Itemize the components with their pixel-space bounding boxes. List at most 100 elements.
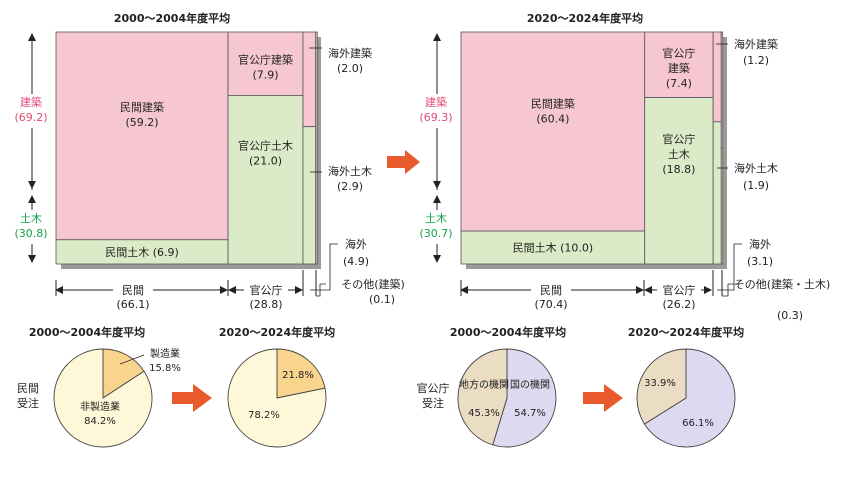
overseas-share-value: (3.1) <box>747 255 773 268</box>
label-bg <box>657 283 701 297</box>
leader-line <box>119 354 145 365</box>
mosaic-cell-building <box>227 31 304 96</box>
slice-value: 66.1% <box>682 418 714 429</box>
private-share-value: (70.4) <box>534 298 567 311</box>
leader-other <box>316 283 326 297</box>
overseas-building-label: 海外建築 <box>734 37 778 51</box>
mosaic-chart-2000-2004: 2000～2004年度平均 民間 建築 (59.2) 民間土木 (6.9) 官公庁建築 (… <box>12 11 405 311</box>
building-share-label: 建築 <box>425 95 447 109</box>
pie-public-2020-2024: 2020～2024年度平均 66.1% 33.9% <box>628 325 744 448</box>
private-share-label: 民間 <box>540 284 562 297</box>
private-share-label: 民間 <box>122 284 144 297</box>
overseas-share-label: 海外 <box>749 237 771 251</box>
mosaic-title: 2000～2004年度平均 <box>114 11 230 25</box>
cell-label: 民間土木 (6.9) <box>105 246 179 259</box>
label-bg <box>244 283 288 297</box>
cell-label: 官公庁 <box>662 46 695 60</box>
slice-label: 製造業 <box>150 347 180 360</box>
building-share-value: (69.3) <box>419 111 452 124</box>
civil-share-value: (30.8) <box>14 227 47 240</box>
pie-slice-mfg <box>102 348 145 399</box>
overseas-civil-label: 海外土木 <box>734 161 778 175</box>
mosaic-cell-building <box>315 31 318 265</box>
mosaic-cell-building <box>712 31 722 123</box>
label-bg <box>12 94 52 128</box>
label-bg <box>12 210 52 244</box>
overseas-building-label: 海外建築 <box>328 46 372 60</box>
leader-other <box>722 283 734 297</box>
cell-label: 民間建築 <box>531 97 575 111</box>
public-share-label: 官公庁 <box>250 283 283 297</box>
slice-value: 78.2% <box>248 410 280 421</box>
pie-slice-nonmfg <box>227 348 327 448</box>
building-share-value: (69.2) <box>14 111 47 124</box>
pie-title: 2020～2024年度平均 <box>219 325 335 339</box>
overseas-civil-label: 海外土木 <box>328 164 372 178</box>
group-label-private-line1: 民間 <box>17 382 39 395</box>
pie-slice-nonmfg <box>53 348 153 448</box>
civil-share-label: 土木 <box>20 212 42 225</box>
cell-value: (60.4) <box>536 113 569 126</box>
cell-label: 官公庁建築 <box>238 53 293 67</box>
public-share-value: (28.8) <box>249 298 282 311</box>
cell-label: 官公庁土木 <box>238 138 293 152</box>
overseas-building-value: (2.0) <box>337 62 363 75</box>
mosaic-cell-civil <box>644 97 714 265</box>
slice-value: 33.9% <box>644 378 676 389</box>
overseas-share-label: 海外 <box>345 237 367 251</box>
cell-value: (7.4) <box>666 77 692 90</box>
cell-label: 官公庁 <box>662 132 695 146</box>
cell-label: 土木 <box>668 148 690 161</box>
mosaic-cell-building <box>644 31 714 98</box>
mosaic-title: 2020～2024年度平均 <box>527 11 643 25</box>
group-label-public-line1: 官公庁 <box>417 381 450 395</box>
mosaic-cell-building <box>302 31 317 128</box>
transition-arrow-icon <box>387 150 420 174</box>
pie-slice-national <box>492 348 557 448</box>
slice-value: 54.7% <box>514 408 546 419</box>
cell-value: (59.2) <box>125 116 158 129</box>
cell-value: (21.0) <box>249 154 282 167</box>
group-label-private-line2: 受注 <box>17 396 39 410</box>
slice-value: 84.2% <box>84 416 116 427</box>
cell-value: (18.8) <box>662 163 695 176</box>
cell-label: 建築 <box>668 61 690 75</box>
pie-title: 2000～2004年度平均 <box>450 325 566 339</box>
overseas-share-value: (4.9) <box>343 255 369 268</box>
group-label-public-line2: 受注 <box>422 396 444 410</box>
public-share-label: 官公庁 <box>663 283 696 297</box>
pie-slice-local <box>636 348 687 425</box>
pie-title: 2000～2004年度平均 <box>29 325 145 339</box>
label-bg <box>531 283 571 297</box>
overseas-building-value: (1.2) <box>743 54 769 67</box>
overseas-civil-value: (2.9) <box>337 180 363 193</box>
other-share-label: その他(建築) <box>341 277 405 291</box>
mosaic-cell-civil <box>227 95 304 265</box>
slice-value: 45.3% <box>468 408 500 419</box>
slice-value: 15.8% <box>149 363 181 374</box>
mosaic-chart-2020-2024: 2020～2024年度平均 民間建築(60.4)民間土木 (10.0)官公庁建築… <box>417 11 830 322</box>
slice-label: 非製造業 <box>80 400 120 413</box>
pie-public-2000-2004: 2000～2004年度平均 国の機関 54.7% 地方の機関 45.3% <box>450 325 566 448</box>
label-bg <box>113 283 153 297</box>
overseas-civil-value: (1.9) <box>743 179 769 192</box>
slice-value: 21.8% <box>282 370 314 381</box>
cell-label: 民間土木 (10.0) <box>513 242 594 255</box>
leader-overseas <box>717 243 742 291</box>
slice-label: 国の機関 <box>510 378 550 391</box>
mosaic-cell-civil <box>302 126 317 265</box>
mosaic-cell-civil <box>460 230 646 265</box>
other-share-label: その他(建築・土木) <box>734 277 831 291</box>
label-bg <box>417 210 457 244</box>
mosaic-cell-civil <box>720 147 724 265</box>
civil-share-value: (30.7) <box>419 227 452 240</box>
mosaic-cell-building <box>55 31 229 241</box>
building-share-label: 建築 <box>20 95 42 109</box>
other-share-value: (0.3) <box>777 309 803 322</box>
slice-label: 地方の機関 <box>459 378 509 391</box>
pie-slice-mfg <box>276 348 326 399</box>
pie-slice-local <box>457 348 508 446</box>
pie-title: 2020～2024年度平均 <box>628 325 744 339</box>
